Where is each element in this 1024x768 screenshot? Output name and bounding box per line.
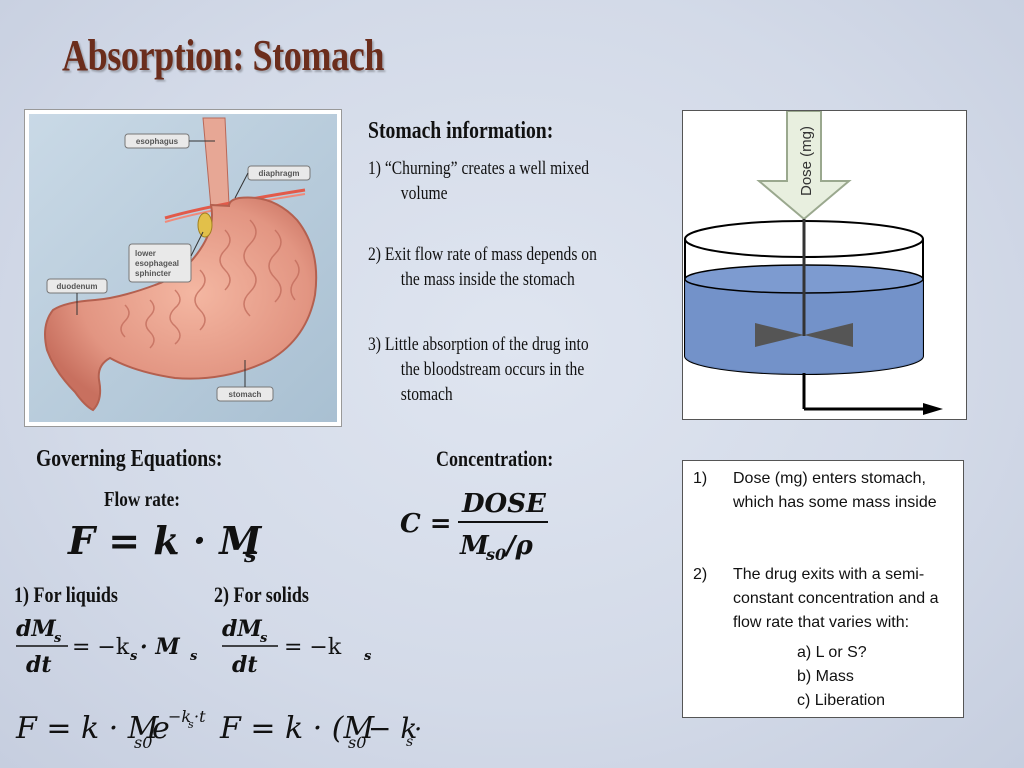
solids-differential-equation: dM s dt = −k s [218, 610, 388, 687]
liquids-solution-equation: F = k · M s0 e −k s ·t [14, 700, 214, 765]
note-1-text: Dose (mg) enters stomach, which has some… [733, 470, 937, 511]
svg-text:s: s [190, 649, 198, 664]
stomach-anatomy-svg: esophagus diaphragm lower esophageal sph… [29, 114, 337, 422]
dose-label: Dose (mg) [798, 126, 815, 196]
impeller-left-blade [755, 323, 804, 347]
svg-text:dM: dM [222, 616, 262, 642]
svg-text:dt: dt [232, 652, 258, 678]
note-sub-c: c) Liberation [797, 692, 886, 709]
svg-text:DOSE: DOSE [461, 489, 547, 519]
info-item-3-line1: 3) Little absorption of the drug into [368, 334, 589, 355]
stomach-illustration: esophagus diaphragm lower esophageal sph… [25, 110, 341, 426]
svg-text:·: · [414, 715, 422, 745]
svg-text:s: s [54, 631, 62, 646]
svg-text:e: e [152, 711, 170, 746]
note-1-number: 1) [693, 470, 708, 487]
note-sub-b: b) Mass [797, 668, 854, 685]
label-les-3: sphincter [135, 269, 171, 278]
info-item-1-line2: volume [400, 183, 448, 204]
concentration-label: Concentration: [436, 446, 554, 471]
process-notes-box: 1) Dose (mg) enters stomach, which has s… [682, 460, 964, 718]
svg-text:M: M [459, 531, 490, 561]
note-sub-a: a) L or S? [797, 644, 867, 661]
svg-text:F = k · (M: F = k · (M [219, 711, 376, 746]
svg-text:/ρ: /ρ [503, 531, 533, 561]
svg-text:dt: dt [26, 652, 52, 678]
tank-svg: Dose (mg) [684, 110, 943, 415]
svg-text:− k: − k [368, 712, 417, 745]
svg-text:s0: s0 [485, 545, 506, 564]
governing-equations-label: Governing Equations: [36, 446, 223, 472]
svg-text:C =: C = [400, 509, 452, 539]
svg-text:s: s [260, 631, 268, 646]
svg-text:s: s [243, 542, 256, 568]
label-duodenum: duodenum [57, 282, 98, 291]
liquids-differential-equation: dM s dt = −k s · M s [14, 610, 204, 687]
impeller-right-blade [804, 323, 853, 347]
svg-text:s0: s0 [134, 733, 152, 752]
info-item-3-line2: the bloodstream occurs in the [400, 359, 585, 380]
svg-text:= −k: = −k [72, 635, 130, 660]
info-item-2: 2) Exit flow rate of mass depends on the… [368, 242, 597, 292]
svg-text:s: s [364, 649, 372, 664]
info-item-1-line1: 1) “Churning” creates a well mixed [368, 158, 590, 179]
label-diaphragm: diaphragm [259, 169, 300, 178]
solids-label: 2) For solids [214, 582, 309, 607]
solids-solution-equation: F = k · (M s0 − k s · [218, 700, 428, 765]
svg-text:s: s [406, 734, 413, 750]
outflow-arrow-icon [923, 403, 943, 415]
dose-arrow-icon [756, 110, 852, 221]
flow-rate-label: Flow rate: [104, 487, 181, 511]
svg-text:· M: · M [140, 634, 180, 660]
info-heading: Stomach information: [368, 118, 554, 144]
info-item-3: 3) Little absorption of the drug into th… [368, 332, 589, 407]
svg-text:s: s [130, 649, 138, 664]
svg-text:F = k · M: F = k · M [15, 711, 160, 746]
info-item-2-line1: 2) Exit flow rate of mass depends on [368, 244, 597, 265]
liquids-label: 1) For liquids [14, 582, 118, 607]
label-les-1: lower [135, 249, 156, 258]
info-item-3-line3: stomach [400, 384, 453, 405]
svg-text:−k: −k [168, 707, 191, 726]
flow-rate-equation: F = k · M s [66, 512, 276, 573]
info-item-1: 1) “Churning” creates a well mixed volum… [368, 156, 589, 206]
concentration-equation: C = DOSE M s0 /ρ [398, 478, 568, 573]
svg-text:·t: ·t [194, 707, 206, 726]
svg-text:s0: s0 [348, 733, 366, 752]
svg-text:dM: dM [16, 616, 56, 642]
slide-title: Absorption: Stomach [62, 31, 384, 80]
svg-text:= −k: = −k [284, 635, 342, 660]
svg-text:F = k · M: F = k · M [67, 518, 262, 563]
mixing-tank-diagram: Dose (mg) [682, 110, 967, 420]
info-item-2-line2: the mass inside the stomach [400, 269, 575, 290]
label-esophagus: esophagus [136, 137, 179, 146]
note-2-number: 2) [693, 566, 708, 583]
note-2-text: The drug exits with a semi-constant conc… [733, 566, 939, 631]
label-les-2: esophageal [135, 259, 179, 268]
svg-text:s: s [188, 718, 194, 731]
label-stomach: stomach [229, 390, 262, 399]
